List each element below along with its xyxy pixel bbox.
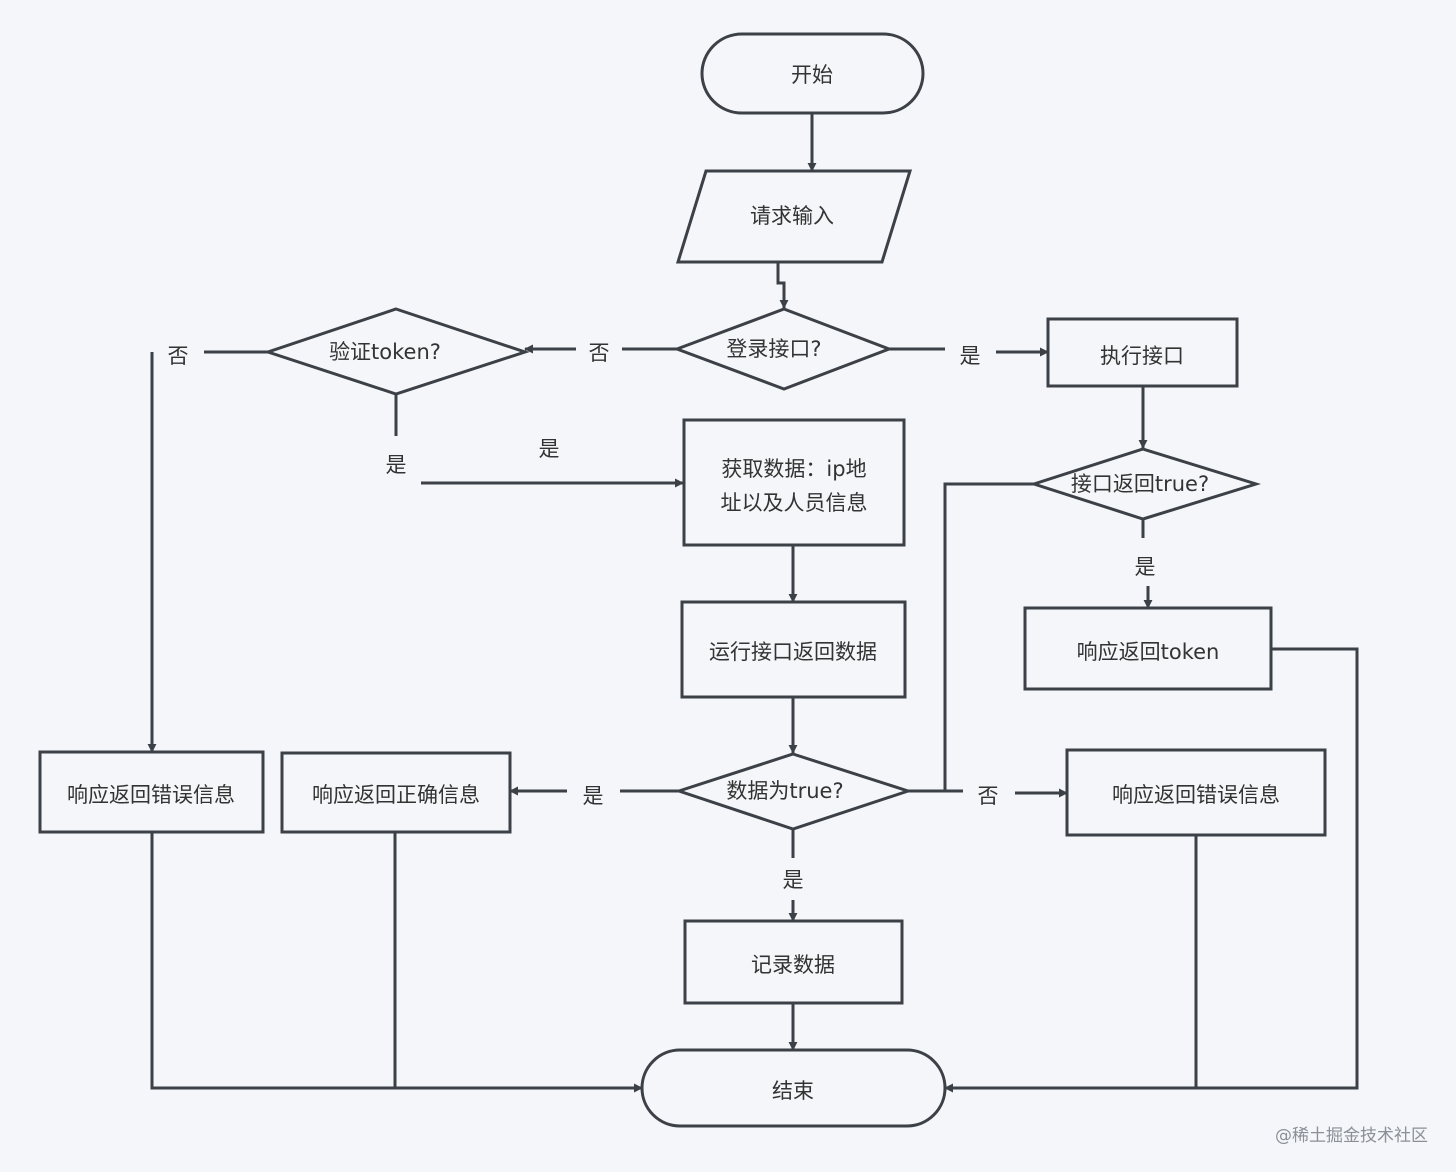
label-verify-yes: 是 xyxy=(386,453,407,477)
node-err-left: 响应返回错误信息 xyxy=(38,750,265,834)
node-ok-info: 响应返回正确信息 xyxy=(280,751,512,834)
node-ok-info-label: 响应返回正确信息 xyxy=(312,783,480,807)
node-verify-token: 验证token? xyxy=(263,307,530,396)
label-login-no: 否 xyxy=(589,341,610,365)
node-api-true-label: 接口返回true? xyxy=(1071,472,1209,496)
node-api-true: 接口返回true? xyxy=(1029,447,1262,521)
node-input-label: 请求输入 xyxy=(750,204,834,228)
node-err-right-label: 响应返回错误信息 xyxy=(1112,783,1280,807)
node-end: 结束 xyxy=(640,1048,947,1128)
node-start: 开始 xyxy=(700,32,925,115)
edge-errleft-end xyxy=(150,832,395,1090)
node-input: 请求输入 xyxy=(675,169,913,264)
node-get-data-line2: 址以及人员信息 xyxy=(721,491,868,515)
watermark-text: @稀土掘金技术社区 xyxy=(1275,1126,1428,1146)
node-return-token: 响应返回token xyxy=(1023,606,1273,691)
label-verify-no: 否 xyxy=(168,344,189,368)
edges xyxy=(147,113,1359,1093)
node-err-right: 响应返回错误信息 xyxy=(1065,748,1327,837)
edge-labels: 否 否 是 是 是 是 是 否 是 xyxy=(168,341,1156,892)
node-end-label: 结束 xyxy=(772,1079,814,1103)
node-exec-api-label: 执行接口 xyxy=(1100,344,1184,368)
label-datatrue-no: 否 xyxy=(978,784,999,808)
node-data-true-label: 数据为true? xyxy=(726,779,843,803)
label-datatrue-yes-down: 是 xyxy=(783,868,804,892)
node-get-data: 获取数据：ip地 址以及人员信息 xyxy=(682,418,906,547)
edge-apitrue-no xyxy=(943,482,1034,791)
node-record: 记录数据 xyxy=(683,919,904,1005)
edge-token-end xyxy=(944,647,1359,1093)
label-datatrue-yes-left: 是 xyxy=(583,784,604,808)
label-apitrue-yes: 是 xyxy=(1135,555,1156,579)
node-err-left-label: 响应返回错误信息 xyxy=(67,783,235,807)
node-get-data-line1: 获取数据：ip地 xyxy=(721,457,866,481)
node-exec-api: 执行接口 xyxy=(1046,317,1239,388)
node-return-token-label: 响应返回token xyxy=(1077,640,1220,664)
node-is-login-label: 登录接口? xyxy=(726,337,821,361)
edge-input-login xyxy=(776,262,789,309)
node-data-true: 数据为true? xyxy=(674,752,913,831)
node-run-api-label: 运行接口返回数据 xyxy=(709,640,877,664)
node-is-login: 登录接口? xyxy=(672,307,894,391)
label-verify-yes-mid: 是 xyxy=(539,437,560,461)
edge-okinfo-end xyxy=(393,832,643,1093)
node-record-label: 记录数据 xyxy=(751,953,835,977)
node-start-label: 开始 xyxy=(791,63,833,87)
label-login-yes: 是 xyxy=(960,344,981,368)
node-verify-token-label: 验证token? xyxy=(329,340,441,364)
node-run-api: 运行接口返回数据 xyxy=(680,600,907,699)
